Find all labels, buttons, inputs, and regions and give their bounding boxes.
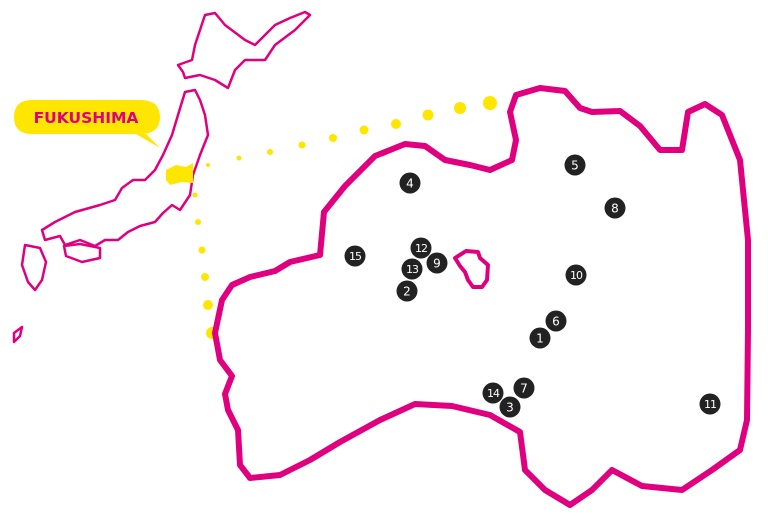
map-marker-4[interactable]: 4 (399, 172, 421, 194)
marker-dot (482, 382, 504, 404)
marker-number: 10 (570, 269, 583, 282)
map-marker-1[interactable]: 1 (529, 327, 551, 349)
map-marker-13[interactable]: 13 (401, 258, 423, 280)
marker-number: 8 (611, 202, 619, 216)
map-marker-7[interactable]: 7 (513, 377, 535, 399)
marker-number: 1 (536, 332, 544, 346)
hokkaido-outline (176, 10, 312, 90)
marker-dot (401, 258, 423, 280)
marker-number: 14 (487, 387, 500, 400)
marker-number: 6 (552, 315, 560, 329)
marker-dot (396, 280, 418, 302)
region-label-bubble: FUKUSHIMA (14, 100, 160, 148)
fukushima-highlight (166, 163, 193, 185)
marker-number: 11 (704, 398, 716, 411)
marker-number: 12 (415, 242, 427, 255)
marker-number: 13 (406, 263, 419, 276)
map-marker-6[interactable]: 6 (545, 310, 567, 332)
map-marker-9[interactable]: 9 (426, 252, 448, 274)
map-marker-5[interactable]: 5 (564, 154, 586, 176)
kyushu-outline (20, 243, 48, 292)
marker-dot (565, 264, 587, 286)
marker-number: 4 (406, 177, 414, 191)
marker-dot (399, 172, 421, 194)
marker-number: 2 (403, 285, 411, 299)
marker-number: 5 (571, 159, 579, 173)
marker-dot (426, 252, 448, 274)
marker-number: 3 (506, 401, 514, 415)
map-marker-10[interactable]: 10 (565, 264, 587, 286)
map-marker-15[interactable]: 15 (344, 245, 366, 267)
marker-dot (410, 237, 432, 259)
map-marker-14[interactable]: 14 (482, 382, 504, 404)
fukushima-outline (212, 85, 751, 508)
connector-dots (192, 96, 497, 339)
marker-dot (699, 393, 721, 415)
marker-number: 7 (520, 382, 528, 396)
marker-number: 15 (349, 250, 362, 263)
map-marker-12[interactable]: 12 (410, 237, 432, 259)
map-marker-8[interactable]: 8 (604, 197, 626, 219)
marker-dot (513, 377, 535, 399)
region-label: FUKUSHIMA (34, 109, 139, 127)
marker-dot (529, 327, 551, 349)
map-marker-11[interactable]: 11 (699, 393, 721, 415)
marker-dot (564, 154, 586, 176)
marker-dot (545, 310, 567, 332)
lake-outline (453, 249, 490, 289)
shikoku-outline (62, 242, 102, 264)
honshu-outline (40, 88, 210, 248)
japan-map (12, 10, 312, 344)
okinawa-outline (12, 325, 24, 344)
marker-number: 9 (433, 257, 441, 271)
marker-dot (344, 245, 366, 267)
map-marker-2[interactable]: 2 (396, 280, 418, 302)
marker-dot (604, 197, 626, 219)
map-marker-3[interactable]: 3 (499, 396, 521, 418)
marker-dot (499, 396, 521, 418)
